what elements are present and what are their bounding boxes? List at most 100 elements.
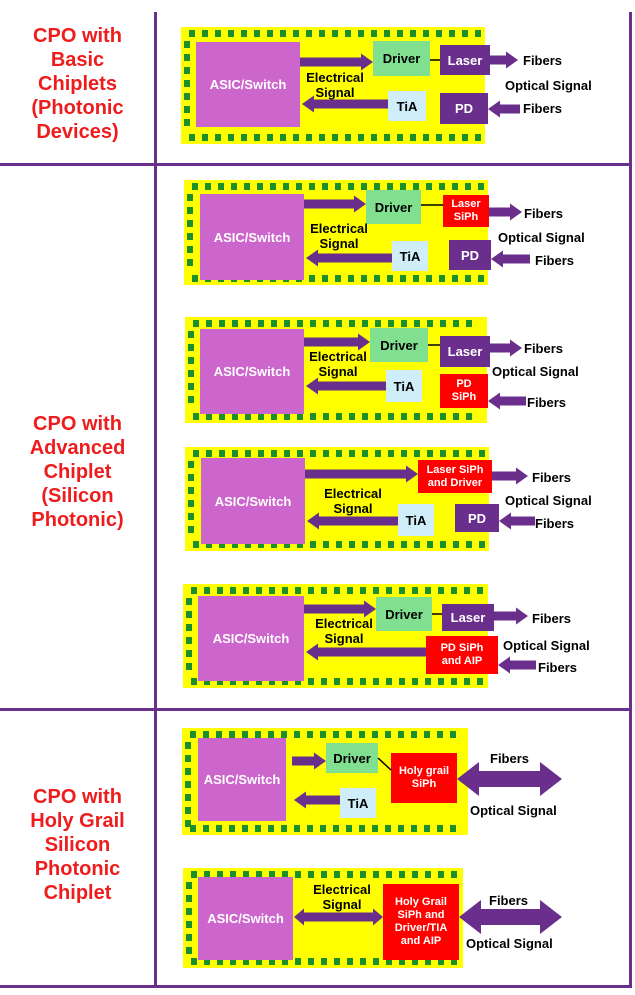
bond-pad [347, 871, 353, 878]
bond-pad [465, 275, 471, 282]
bond-pad [347, 678, 353, 685]
bond-pad [321, 587, 327, 594]
driver-chip: Driver [326, 743, 378, 773]
fibers-label: Fibers [524, 206, 564, 221]
optical-signal-label: Optical Signal [466, 936, 553, 951]
bond-pad [204, 678, 210, 685]
bond-pad [307, 731, 313, 738]
tia-chip: TiA [386, 370, 422, 402]
bond-pad [451, 678, 457, 685]
bond-pad [191, 958, 197, 965]
bond-pad [188, 487, 194, 494]
bond-pad [452, 183, 458, 190]
bond-pad [347, 587, 353, 594]
bond-pad [410, 134, 416, 141]
bond-pad [323, 541, 329, 548]
laser-device: Laser [440, 336, 490, 367]
bond-pad [282, 958, 288, 965]
bond-pad [349, 413, 355, 420]
bond-pad [187, 259, 193, 266]
bond-pad [187, 246, 193, 253]
electrical-signal-label: Electrical Signal [324, 486, 382, 516]
bond-pad [193, 320, 199, 327]
fibers-label: Fibers [523, 101, 563, 116]
bond-pad [184, 41, 190, 48]
bond-pad [206, 450, 212, 457]
pd-device: PD [455, 504, 499, 532]
bond-pad [243, 958, 249, 965]
optical-signal-label: Optical Signal [505, 78, 592, 93]
bond-pad [466, 413, 472, 420]
electrical-signal-label: Electrical Signal [309, 349, 367, 379]
bond-pad [192, 183, 198, 190]
bond-pad [269, 871, 275, 878]
bond-pad [385, 731, 391, 738]
row-divider-1 [0, 163, 632, 166]
bond-pad [360, 587, 366, 594]
fibers-label: Fibers [538, 660, 578, 675]
bond-pad [270, 183, 276, 190]
bond-pad [332, 134, 338, 141]
bond-pad [332, 30, 338, 37]
bond-pad [362, 413, 368, 420]
pd-siph-chip: PD SiPh [440, 374, 488, 408]
bond-pad [401, 413, 407, 420]
bond-pad [388, 541, 394, 548]
bond-pad [387, 183, 393, 190]
bond-pad [321, 871, 327, 878]
bond-pad [334, 678, 340, 685]
laser-siph-driver-chip: Laser SiPh and Driver [418, 460, 492, 493]
bond-pad [358, 30, 364, 37]
bond-pad [256, 587, 262, 594]
bond-pad [451, 958, 457, 965]
pd-device: PD [440, 93, 488, 124]
bond-pad [282, 871, 288, 878]
tia-chip: TiA [388, 91, 426, 121]
bond-pad [193, 450, 199, 457]
bond-pad [320, 825, 326, 832]
bond-pad [335, 275, 341, 282]
optical-signal-label: Optical Signal [505, 493, 592, 508]
bond-pad [453, 541, 459, 548]
bond-pad [323, 413, 329, 420]
bond-pad [229, 731, 235, 738]
bond-pad [188, 357, 194, 364]
bond-pad [475, 134, 481, 141]
bond-pad [188, 461, 194, 468]
bond-pad [371, 30, 377, 37]
bond-pad [296, 183, 302, 190]
bond-pad [437, 825, 443, 832]
bond-pad [412, 678, 418, 685]
bond-pad [188, 474, 194, 481]
bond-pad [399, 678, 405, 685]
bond-pad [333, 731, 339, 738]
signal-arrow [490, 339, 522, 357]
bond-pad [204, 587, 210, 594]
bond-pad [371, 134, 377, 141]
bond-pad [185, 781, 191, 788]
bond-pad [188, 500, 194, 507]
bond-pad [388, 450, 394, 457]
bond-pad [271, 413, 277, 420]
bond-pad [349, 450, 355, 457]
bond-pad [284, 541, 290, 548]
pd-siph-aip-chip: PD SiPh and AIP [426, 636, 498, 674]
bond-pad [384, 30, 390, 37]
bond-pad [190, 825, 196, 832]
electrical-signal-label: Electrical Signal [315, 616, 373, 646]
bond-pad [230, 678, 236, 685]
fibers-label: Fibers [524, 341, 564, 356]
bond-pad [243, 587, 249, 594]
bond-pad [284, 413, 290, 420]
bond-pad [268, 825, 274, 832]
bond-pad [450, 731, 456, 738]
bond-pad [229, 825, 235, 832]
bond-pad [387, 275, 393, 282]
bond-pad [479, 450, 485, 457]
bond-pad [184, 106, 190, 113]
bond-pad [191, 678, 197, 685]
bond-pad [375, 413, 381, 420]
bond-pad [254, 30, 260, 37]
bond-pad [219, 541, 225, 548]
